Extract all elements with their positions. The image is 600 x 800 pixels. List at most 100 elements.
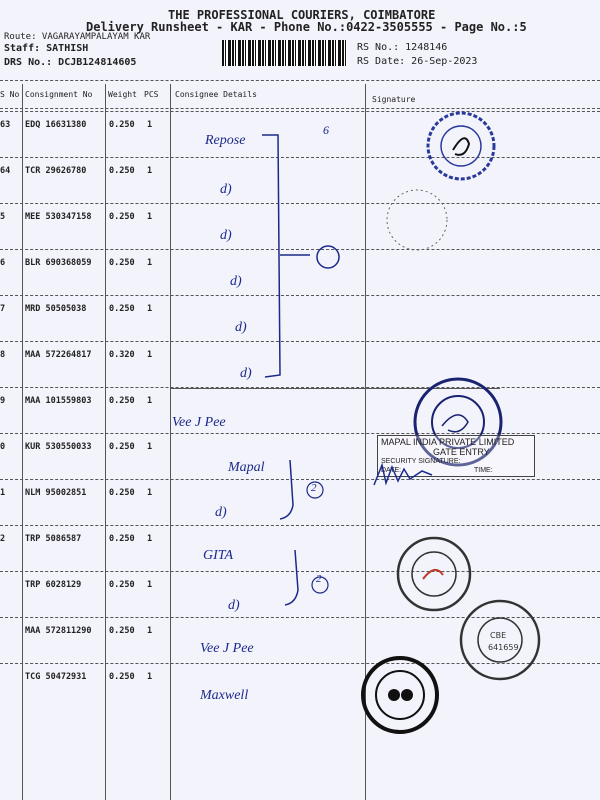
cell-consignment: TCG 50472931 bbox=[25, 672, 87, 682]
row-divider bbox=[0, 525, 600, 526]
handwritten-name: Maxwell bbox=[200, 688, 249, 703]
svg-text:641659: 641659 bbox=[488, 643, 519, 652]
handwritten-count: 2 bbox=[316, 573, 322, 585]
col-pcs: PCS bbox=[144, 90, 159, 99]
svg-text:CBE: CBE bbox=[490, 631, 506, 640]
col-sno: S No bbox=[0, 90, 20, 99]
cell-pcs: 1 bbox=[147, 626, 153, 636]
cell-pcs: 1 bbox=[147, 442, 153, 452]
bracket-mark bbox=[279, 459, 324, 520]
cell-pcs: 1 bbox=[147, 580, 153, 590]
stamp-time: TIME: bbox=[474, 467, 493, 474]
staff: Staff: SATHISH bbox=[4, 43, 89, 54]
cell-weight: 0.250 bbox=[109, 258, 135, 268]
vaf-stamp-2: CBE 641659 bbox=[459, 599, 541, 681]
cell-pcs: 1 bbox=[147, 212, 153, 222]
gita-stamp bbox=[396, 536, 472, 612]
cell-consignment: NLM 95002851 bbox=[25, 488, 87, 498]
cell-weight: 0.250 bbox=[109, 396, 135, 406]
drs-number: DRS No.: DCJB124814605 bbox=[4, 57, 137, 68]
cell-pcs: 1 bbox=[147, 396, 153, 406]
column-rule bbox=[170, 84, 171, 800]
cell-pcs: 1 bbox=[147, 258, 153, 268]
handwritten-name: Vee J Pee bbox=[172, 415, 226, 430]
cell-sno: 2 bbox=[0, 534, 6, 544]
cell-pcs: 1 bbox=[147, 166, 153, 176]
row-divider bbox=[0, 203, 600, 204]
cell-consignment: MAA 572811290 bbox=[25, 626, 92, 636]
cell-pcs: 1 bbox=[147, 350, 153, 360]
cell-pcs: 1 bbox=[147, 120, 153, 130]
cell-consignment: BLR 690368059 bbox=[25, 258, 92, 268]
stamp-title: MAPAL INDIA PRIVATE LIMITED bbox=[381, 437, 515, 447]
cell-weight: 0.320 bbox=[109, 350, 135, 360]
row-divider bbox=[0, 295, 600, 296]
rs-date: RS Date: 26-Sep-2023 bbox=[357, 56, 478, 67]
cell-consignment: MAA 572264817 bbox=[25, 350, 92, 360]
cell-weight: 0.250 bbox=[109, 580, 135, 590]
cell-pcs: 1 bbox=[147, 534, 153, 544]
maxwell-stamp bbox=[361, 656, 439, 734]
row-divider bbox=[0, 433, 600, 434]
bracket-mark bbox=[284, 549, 329, 606]
cell-sno: 63 bbox=[0, 120, 11, 130]
cell-sno: 9 bbox=[0, 396, 6, 406]
handwritten-initial: d) bbox=[230, 274, 242, 289]
cell-consignment: TRP 5086587 bbox=[25, 534, 82, 544]
cell-consignment: KUR 530550033 bbox=[25, 442, 92, 452]
col-signature: Signature bbox=[372, 95, 416, 104]
cell-sno: 1 bbox=[0, 488, 6, 498]
column-rule bbox=[105, 84, 106, 800]
cell-consignment: MEE 530347158 bbox=[25, 212, 92, 222]
handwritten-count: 6 bbox=[323, 123, 329, 137]
divider bbox=[170, 388, 500, 389]
cell-sno: 6 bbox=[0, 258, 6, 268]
cell-weight: 0.250 bbox=[109, 488, 135, 498]
repose-stamp bbox=[426, 111, 496, 181]
cell-weight: 0.250 bbox=[109, 534, 135, 544]
row-divider bbox=[0, 249, 600, 250]
company-name: THE PROFESSIONAL COURIERS, COIMBATORE bbox=[168, 8, 436, 22]
column-rule bbox=[22, 84, 23, 800]
cell-sno: 7 bbox=[0, 304, 6, 314]
handwritten-name: Vee J Pee bbox=[200, 641, 254, 656]
cell-weight: 0.250 bbox=[109, 212, 135, 222]
ink-smudge bbox=[386, 189, 448, 251]
handwritten-initial: d) bbox=[235, 320, 247, 335]
cell-weight: 0.250 bbox=[109, 442, 135, 452]
cell-weight: 0.250 bbox=[109, 166, 135, 176]
cell-pcs: 1 bbox=[147, 672, 153, 682]
cell-weight: 0.250 bbox=[109, 304, 135, 314]
route: Route: VAGARAYAMPALAYAM KAR bbox=[4, 32, 151, 42]
cell-consignment: MAA 101559803 bbox=[25, 396, 92, 406]
col-weight: Weight bbox=[108, 90, 137, 99]
divider bbox=[0, 80, 600, 81]
col-consignment: Consignment No bbox=[25, 90, 93, 99]
handwritten-initial: d) bbox=[220, 228, 232, 243]
row-divider bbox=[0, 663, 600, 664]
handwritten-initial: d) bbox=[220, 182, 232, 197]
column-rule bbox=[365, 84, 366, 800]
row-divider bbox=[0, 341, 600, 342]
col-details: Consignee Details bbox=[175, 90, 257, 99]
row-divider bbox=[0, 571, 600, 572]
cell-pcs: 1 bbox=[147, 304, 153, 314]
row-divider bbox=[0, 387, 600, 388]
cell-consignment: EDQ 16631380 bbox=[25, 120, 87, 130]
cell-weight: 0.250 bbox=[109, 672, 135, 682]
rs-number: RS No.: 1248146 bbox=[357, 42, 448, 53]
cell-consignment: TRP 6028129 bbox=[25, 580, 82, 590]
row-divider bbox=[0, 111, 600, 112]
cell-sno: 64 bbox=[0, 166, 11, 176]
cell-consignment: TCR 29626780 bbox=[25, 166, 87, 176]
row-divider bbox=[0, 157, 600, 158]
handwritten-name: Repose bbox=[205, 133, 246, 148]
stamp-security: SECURITY SIGNATURE: bbox=[381, 458, 461, 465]
row-divider bbox=[0, 479, 600, 480]
cell-consignment: MRD 50505038 bbox=[25, 304, 87, 314]
cell-sno: 5 bbox=[0, 212, 6, 222]
cell-sno: 8 bbox=[0, 350, 6, 360]
bracket-mark bbox=[262, 134, 340, 378]
handwritten-count: 2 bbox=[311, 482, 317, 494]
runsheet-title: Delivery Runsheet - KAR - Phone No.:0422… bbox=[86, 20, 527, 34]
